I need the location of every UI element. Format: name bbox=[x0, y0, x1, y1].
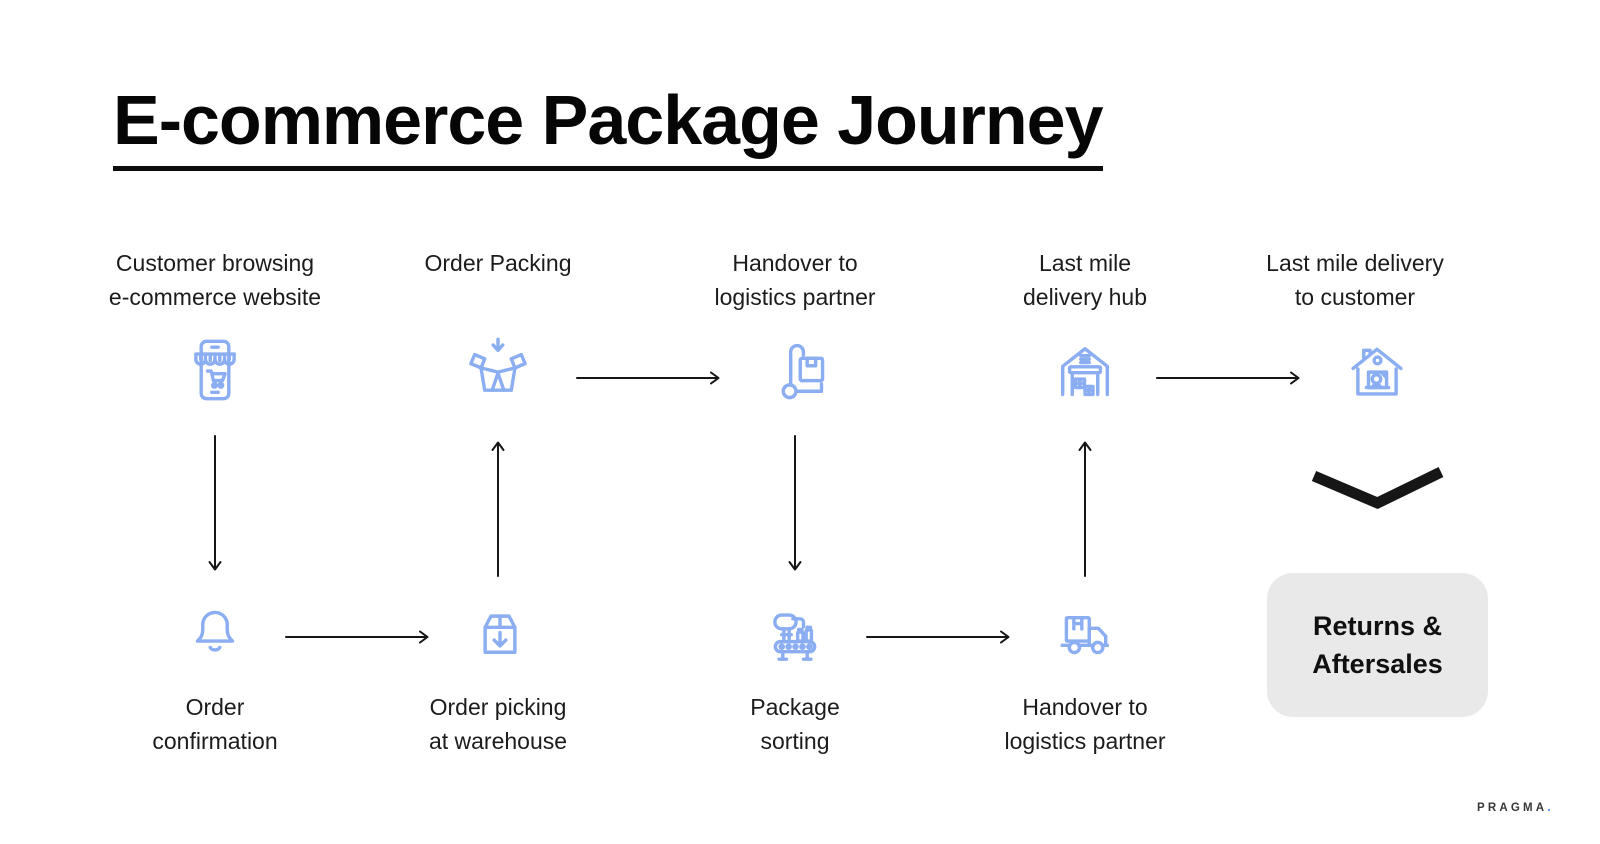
label-line: Customer browsing bbox=[115, 250, 315, 276]
step-label-order-confirmation: Order confirmation bbox=[55, 690, 375, 758]
step-label-order-picking: Order picking at warehouse bbox=[338, 690, 658, 758]
label-line: to customer bbox=[1294, 284, 1416, 310]
open-box-packing-icon bbox=[464, 336, 532, 404]
label-line: Handover to bbox=[1022, 694, 1148, 720]
label-line: confirmation bbox=[152, 728, 278, 754]
step-label-last-mile-delivery: Last mile delivery to customer bbox=[1195, 246, 1515, 314]
label-line: logistics partner bbox=[714, 284, 876, 310]
returns-box-line: Returns & bbox=[1312, 611, 1442, 641]
arrow-up-picking-to-packing bbox=[490, 435, 506, 577]
mobile-storefront-icon bbox=[181, 336, 249, 404]
returns-aftersales-box: Returns & Aftersales bbox=[1267, 573, 1488, 717]
label-line: Last mile delivery bbox=[1266, 250, 1444, 276]
label-line: Last mile bbox=[1038, 250, 1132, 276]
hand-truck-icon bbox=[762, 336, 830, 404]
step-label-last-mile-hub: Last mile delivery hub bbox=[925, 246, 1245, 314]
label-line: Order picking bbox=[429, 694, 567, 720]
arrow-right-confirmation-to-picking bbox=[285, 629, 435, 645]
label-line: e-commerce website bbox=[108, 284, 322, 310]
step-label-handover-logistics-top: Handover to logistics partner bbox=[635, 246, 955, 314]
label-line: sorting bbox=[760, 728, 830, 754]
chevron-down-icon bbox=[1309, 467, 1446, 513]
step-label-package-sorting: Package sorting bbox=[635, 690, 955, 758]
home-delivery-icon bbox=[1343, 336, 1411, 404]
step-label-customer-browsing: Customer browsing e-commerce website bbox=[55, 246, 375, 314]
label-line: logistics partner bbox=[1004, 728, 1166, 754]
label-line: Handover to bbox=[732, 250, 858, 276]
delivery-truck-icon bbox=[1051, 597, 1119, 665]
step-label-order-packing: Order Packing bbox=[338, 246, 658, 280]
step-label-handover-logistics-bottom: Handover to logistics partner bbox=[925, 690, 1245, 758]
closed-box-arrow-icon bbox=[466, 597, 534, 665]
brand-name: PRAGMA bbox=[1477, 802, 1548, 814]
returns-box-line: Aftersales bbox=[1312, 649, 1443, 679]
label-line: Package bbox=[750, 694, 840, 720]
label-line: delivery hub bbox=[1022, 284, 1148, 310]
arrow-right-packing-to-handover bbox=[576, 370, 726, 386]
conveyor-sorter-icon bbox=[761, 597, 829, 665]
label-line: Order Packing bbox=[424, 250, 572, 276]
arrow-right-sorting-to-truck bbox=[866, 629, 1016, 645]
brand-logo: PRAGMA. bbox=[1477, 802, 1551, 814]
warehouse-hub-icon bbox=[1051, 336, 1119, 404]
brand-dot: . bbox=[1547, 802, 1551, 814]
label-line: Order bbox=[185, 694, 245, 720]
page-title: E-commerce Package Journey bbox=[113, 83, 1104, 171]
notification-bell-icon bbox=[181, 597, 249, 665]
arrow-right-hub-to-customer bbox=[1156, 370, 1306, 386]
arrow-down-browsing-to-confirmation bbox=[207, 435, 223, 577]
label-line: at warehouse bbox=[428, 728, 568, 754]
arrow-up-truck-to-hub bbox=[1077, 435, 1093, 577]
arrow-down-handover-to-sorting bbox=[787, 435, 803, 577]
